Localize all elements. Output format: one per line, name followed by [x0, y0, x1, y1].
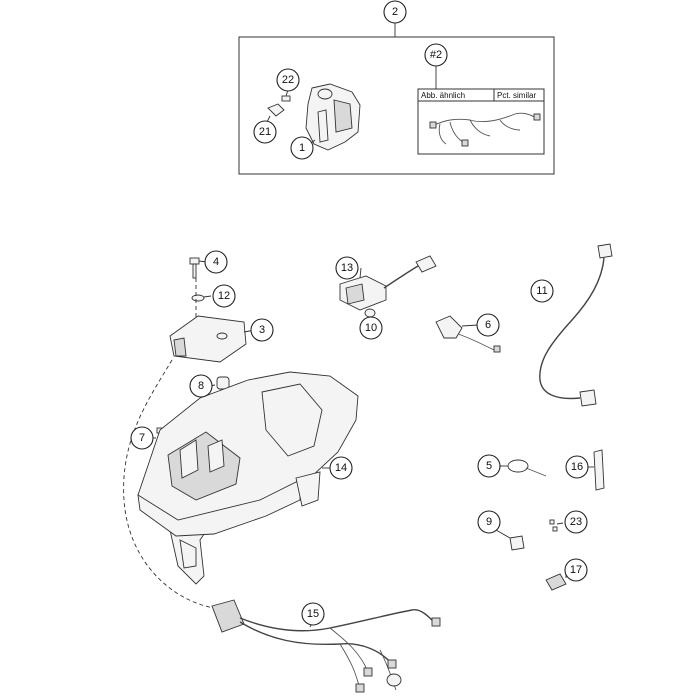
callout-12: 12	[212, 284, 236, 308]
clip-part-23	[549, 519, 564, 532]
svg-text:3: 3	[259, 324, 265, 336]
callout-4: 4	[204, 250, 228, 274]
cable-part-11	[539, 243, 613, 407]
svg-text:#2: #2	[430, 49, 442, 61]
svg-text:8: 8	[198, 380, 204, 392]
control-unit-part-3	[169, 315, 256, 363]
cable-tie-part-5	[500, 459, 547, 477]
washer-part-12	[191, 294, 212, 302]
callout-1: 1	[290, 136, 314, 160]
callout-15: 15	[301, 602, 325, 626]
callout-9: 9	[477, 510, 501, 534]
ignition-lock-part	[305, 83, 361, 151]
inset-label-left: Abb. ähnlich	[421, 91, 465, 100]
dash-3-15	[123, 359, 215, 609]
svg-text:5: 5	[486, 460, 492, 472]
svg-text:21: 21	[259, 126, 271, 138]
callout-23: 23	[564, 510, 588, 534]
svg-text:14: 14	[335, 462, 347, 474]
svg-text:11: 11	[536, 285, 547, 297]
svg-text:17: 17	[570, 564, 582, 576]
callout-17: 17	[564, 558, 588, 582]
svg-text:2: 2	[392, 6, 398, 18]
connector-part-17	[545, 573, 567, 591]
callout-6: 6	[476, 313, 500, 337]
grommet-part-9	[495, 529, 525, 551]
svg-text:12: 12	[218, 290, 230, 302]
bolt-part-4	[189, 257, 208, 279]
wiring-harness-inset	[429, 112, 541, 147]
callout-2: 2	[383, 0, 407, 24]
svg-text:7: 7	[139, 432, 145, 444]
callout-22: 22	[276, 68, 300, 92]
callout-10: 10	[359, 316, 383, 340]
electric-box-part-14	[137, 371, 359, 585]
inset-box	[417, 88, 545, 155]
callout-sub2: #2	[424, 43, 448, 67]
callout-5: 5	[477, 454, 501, 478]
callout-7: 7	[130, 426, 154, 450]
svg-text:4: 4	[213, 256, 219, 268]
strap-part-16	[588, 449, 605, 491]
svg-text:23: 23	[570, 516, 582, 528]
callout-21: 21	[253, 120, 277, 144]
screw-part-22	[281, 89, 291, 102]
svg-text:13: 13	[341, 262, 353, 274]
bushing-part-8	[209, 376, 230, 390]
callout-14: 14	[329, 456, 353, 480]
svg-text:6: 6	[485, 319, 491, 331]
callout-16: 16	[565, 455, 589, 479]
callout-11: 11	[530, 279, 554, 303]
wiring-harness-part-15	[211, 599, 441, 693]
svg-text:1: 1	[299, 142, 305, 154]
callout-13: 13	[335, 256, 359, 280]
callout-8: 8	[189, 374, 213, 398]
callout-3: 3	[250, 318, 274, 342]
sensor-part-6	[435, 315, 501, 353]
svg-text:10: 10	[365, 322, 377, 334]
svg-text:15: 15	[307, 608, 319, 620]
kit-box	[238, 36, 555, 175]
svg-text:16: 16	[571, 461, 583, 473]
clip-part-21	[265, 103, 285, 125]
svg-text:22: 22	[282, 74, 294, 86]
svg-text:9: 9	[486, 516, 492, 528]
regulator-part-13	[339, 255, 437, 311]
inset-label-right: Pct. similar	[497, 91, 536, 100]
